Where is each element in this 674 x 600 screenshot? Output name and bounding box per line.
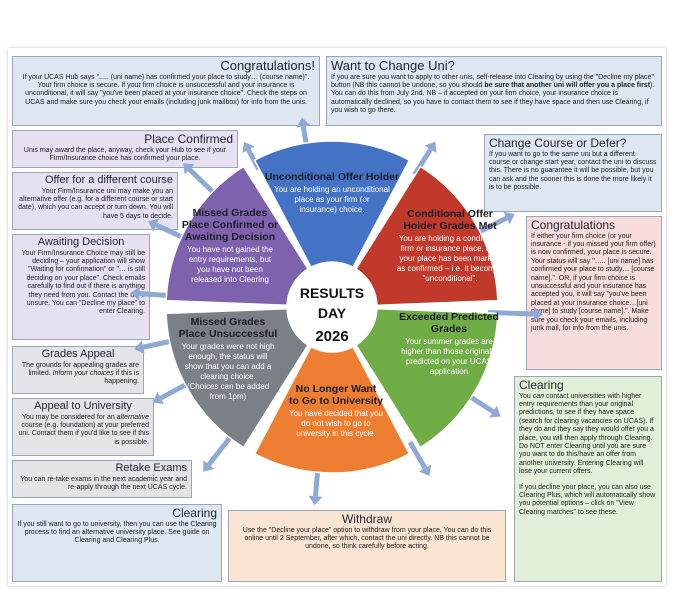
box-text: If you still want to go to university, t…	[17, 520, 217, 545]
offer-different-course-box: Offer for a different course Your Firm/I…	[12, 172, 178, 230]
box-title: Offer for a different course	[45, 174, 173, 186]
change-course-defer-box: Change Course or Defer? If you want to g…	[484, 134, 662, 212]
box-title: Withdraw	[341, 512, 392, 526]
box-text: If you want to go to the same uni but a …	[489, 150, 657, 192]
want-change-uni-box: Want to Change Uni? If you are sure you …	[326, 56, 662, 126]
box-title: Congratulations!	[220, 58, 315, 73]
box-title: Clearing	[519, 378, 564, 392]
box-text: Unis may award the place, anyway, check …	[23, 146, 227, 162]
clearing-bottom-box: Clearing If you still want to go to univ…	[12, 504, 222, 582]
box-text: If either your firm choice (or your insu…	[531, 232, 656, 333]
box-text: You can re-take exams in the next academ…	[20, 475, 187, 491]
withdraw-box: Withdraw Use the "Decline your place" op…	[228, 510, 506, 582]
box-text: You can contact universities with higher…	[519, 392, 654, 476]
appeal-to-university-box: Appeal to University You may be consider…	[12, 398, 154, 456]
box-text: Your Firm/Insurance uni may make you an …	[18, 187, 173, 220]
box-text: If you are sure you want to apply to oth…	[331, 73, 655, 115]
box-text: Use the "Decline your place" option to w…	[242, 526, 492, 551]
box-title: Congratulations	[531, 218, 616, 232]
box-title: Change Course or Defer?	[489, 136, 627, 150]
awaiting-decision-box: Awaiting Decision Your Firm/Insurance Ch…	[12, 234, 150, 340]
retake-exams-box: Retake Exams You can re-take exams in th…	[12, 460, 192, 498]
box-title: Place Confirmed	[144, 132, 233, 146]
clearing-right-box: Clearing You can contact universities wi…	[514, 376, 662, 582]
box-title: Want to Change Uni?	[331, 58, 455, 73]
box-text: You may be considered for an alternative…	[18, 413, 149, 446]
box-title: Clearing	[172, 506, 217, 520]
box-title: Retake Exams	[115, 462, 187, 474]
box-text: The grounds for appealing grades are lim…	[21, 361, 139, 386]
box-title: Grades Appeal	[41, 348, 115, 360]
place-confirmed-box: Place Confirmed Unis may award the place…	[12, 130, 238, 168]
congratulations-top-box: Congratulations! If your UCAS Hub says "…	[12, 56, 320, 126]
box-title: Appeal to University	[34, 400, 132, 412]
grades-appeal-box: Grades Appeal The grounds for appealing …	[12, 346, 144, 394]
congratulations-right-box: Congratulations If either your firm choi…	[526, 216, 662, 370]
box-text-2: If you decline your place, you can also …	[519, 483, 656, 516]
box-text: Your Firm/Insurance Choice may still be …	[21, 249, 145, 316]
box-text: If your UCAS Hub says "..... (uni name) …	[22, 73, 310, 106]
box-title: Awaiting Decision	[37, 236, 125, 248]
